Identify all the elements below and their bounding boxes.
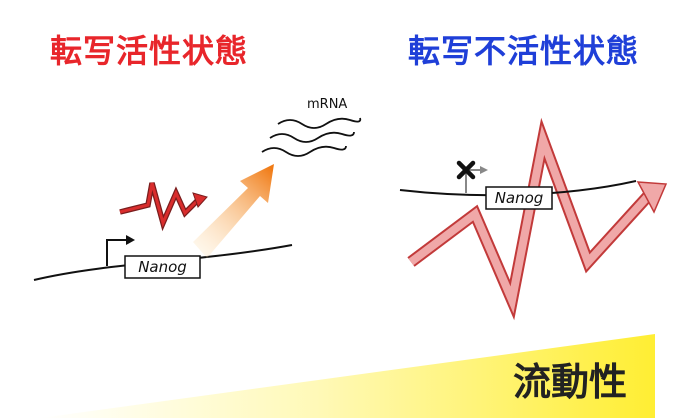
active-state-heading: 転写活性状態 [50,32,249,70]
mrna-wave-2 [269,131,355,143]
mrna-wave-1 [277,117,362,129]
block-x-icon [456,160,476,180]
transcription-arrow [193,164,274,258]
promoter-blocked-arrowhead-icon [480,166,488,174]
active-zigzag-arrow-fill [119,182,200,228]
nanog-gene-box-active [124,255,201,279]
active-zigzag-arrowhead-icon [192,192,208,208]
fluidity-gradient-wedge [40,334,655,418]
nanog-gene-label-active: Nanog [138,258,187,276]
mrna-wave-3 [261,145,347,157]
inactive-state-heading: 転写不活性状態 [408,32,640,70]
promoter-arrowhead-icon [126,235,135,245]
mrna-label: mRNA [307,97,347,112]
inactive-zigzag-fill [408,125,651,314]
nanog-gene-box-inactive [485,186,553,210]
nanog-gene-label-inactive: Nanog [495,189,544,207]
fluidity-label: 流動性 [513,360,627,404]
inactive-zigzag-arrowhead-icon [636,181,668,214]
promoter-start-arrow [106,239,126,266]
